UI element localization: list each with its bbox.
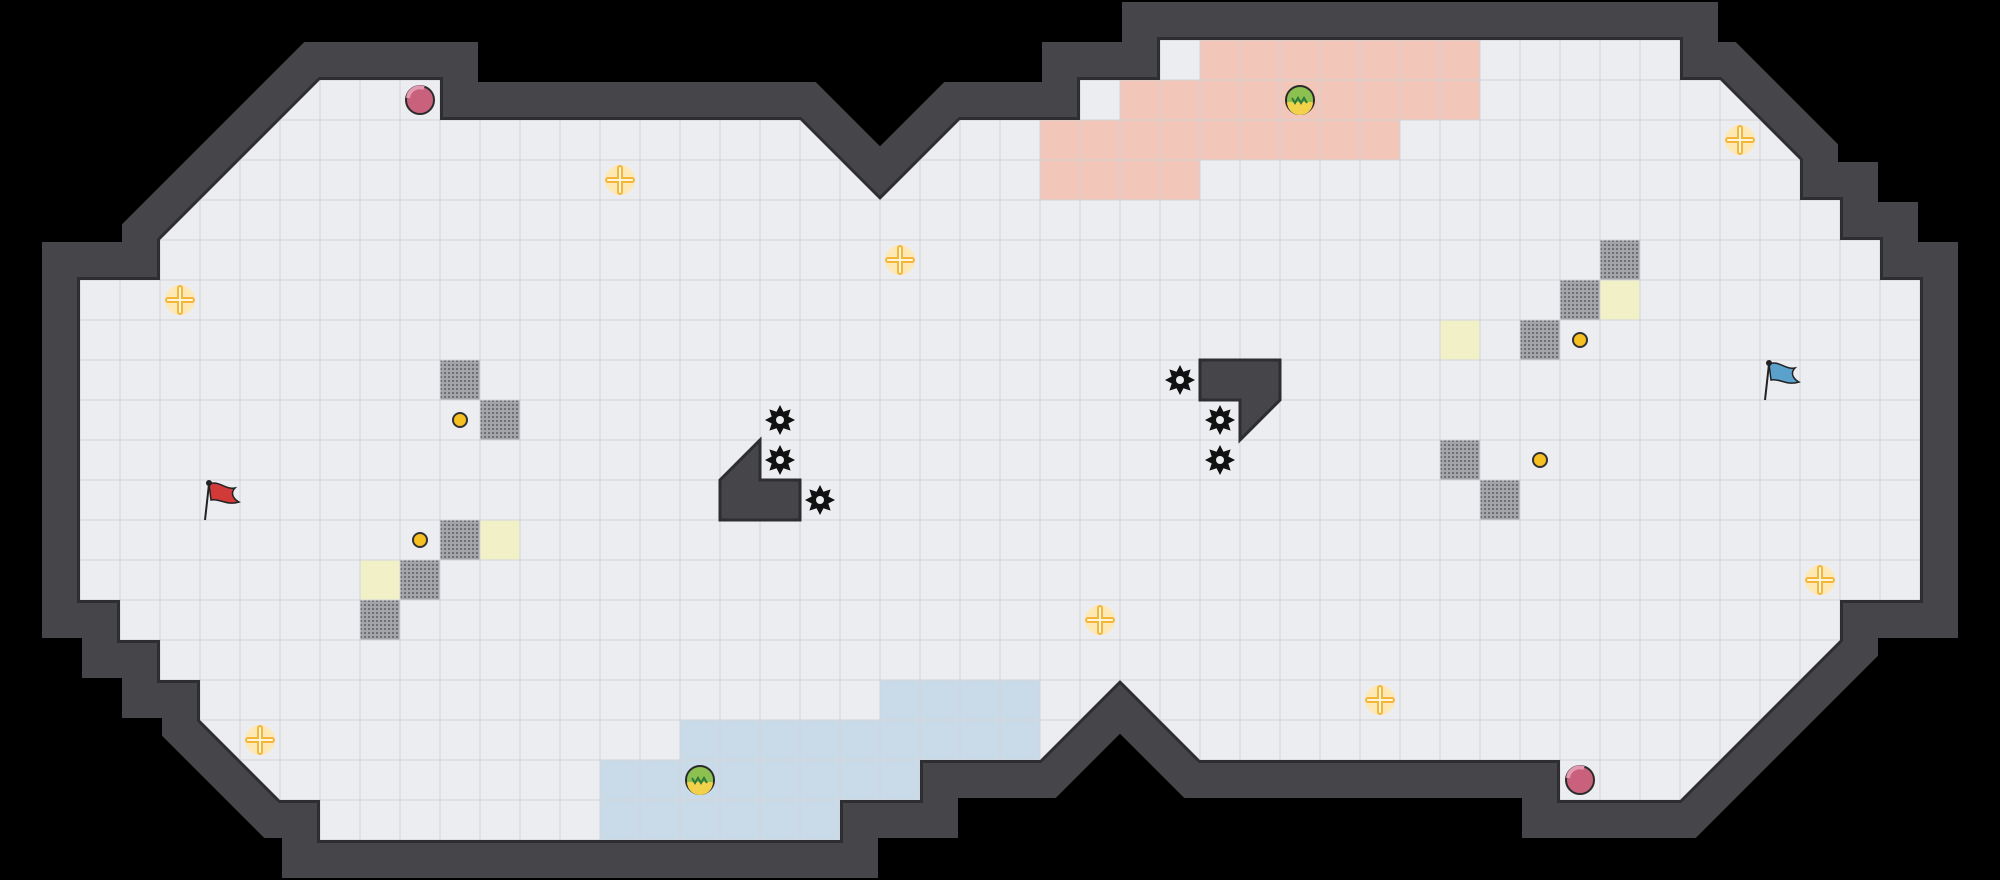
coin [1532, 452, 1548, 468]
green-player-ball [685, 765, 715, 795]
boost-pad [1085, 605, 1115, 635]
grate-tile [1599, 239, 1641, 281]
blue-zone-tile [920, 680, 960, 720]
boost-pad [605, 165, 635, 195]
blue-zone-tile [840, 760, 880, 800]
coin [412, 532, 428, 548]
red-zone-tile [1240, 40, 1280, 80]
boost-pad [885, 245, 915, 275]
inner-walls [718, 358, 1282, 522]
red-zone-tile [1120, 160, 1160, 200]
blue-zone-tile [720, 760, 760, 800]
yellow-tile [1600, 280, 1640, 320]
red-zone-tile [1080, 120, 1120, 160]
blue-flag [1764, 360, 1801, 401]
spike-mine [765, 445, 795, 475]
blue-zone-tile [760, 760, 800, 800]
blue-zone-tile [600, 800, 640, 840]
blue-zone-tile [880, 760, 920, 800]
red-zone-tile [1360, 40, 1400, 80]
blue-zone-tile [800, 800, 840, 840]
blue-zone-tile [800, 760, 840, 800]
green-player-ball [1285, 85, 1315, 115]
floor-grid [80, 40, 1920, 840]
grate-tile [1479, 479, 1521, 521]
red-player-ball [405, 85, 435, 115]
red-zone-tile [1280, 120, 1320, 160]
grate-tile [439, 359, 481, 401]
blue-zone-tile [640, 760, 680, 800]
blue-zone-tile [880, 680, 920, 720]
grate-tile [1439, 439, 1481, 481]
map-items [165, 85, 1835, 795]
red-zone-tile [1400, 40, 1440, 80]
red-player-ball [1565, 765, 1595, 795]
yellow-tile [360, 560, 400, 600]
red-zone-tile [1120, 80, 1160, 120]
spike-mine [1205, 445, 1235, 475]
red-zone-tile [1040, 120, 1080, 160]
boost-pad [245, 725, 275, 755]
red-zone-tile [1200, 40, 1240, 80]
blue-zone-tile [1000, 680, 1040, 720]
blue-zone-tile [960, 720, 1000, 760]
red-zone-tile [1160, 80, 1200, 120]
red-zone-tile [1320, 120, 1360, 160]
red-zone-tile [1240, 80, 1280, 120]
blue-zone-tile [680, 800, 720, 840]
spike-mine [805, 485, 835, 515]
grate-tile [1519, 319, 1561, 361]
red-zone-tile [1400, 80, 1440, 120]
red-zone-tile [1440, 80, 1480, 120]
blue-zone-tile [720, 720, 760, 760]
blue-zone-tile [880, 720, 920, 760]
red-zone-tile [1080, 160, 1120, 200]
red-flag [204, 480, 241, 521]
boost-pad [1365, 685, 1395, 715]
blue-zone-tile [840, 720, 880, 760]
coin [452, 412, 468, 428]
grate-tile [439, 519, 481, 561]
spike-mine [1165, 365, 1195, 395]
blue-zone-tile [920, 720, 960, 760]
grate-tile [479, 399, 521, 441]
red-zone-tile [1440, 40, 1480, 80]
blue-zone-tile [640, 800, 680, 840]
red-zone-tile [1160, 160, 1200, 200]
spike-mine [1205, 405, 1235, 435]
blue-zone-tile [680, 720, 720, 760]
blue-zone-tile [720, 800, 760, 840]
inner-wall-left [718, 436, 802, 522]
boost-pad [1725, 125, 1755, 155]
boost-pad [165, 285, 195, 315]
grate-tile [359, 599, 401, 641]
red-zone-tile [1360, 80, 1400, 120]
coin [1572, 332, 1588, 348]
red-zone-tile [1320, 40, 1360, 80]
blue-zone-tile [960, 680, 1000, 720]
red-zone-tile [1200, 80, 1240, 120]
red-zone-tile [1240, 120, 1280, 160]
blue-zone-tile [1000, 720, 1040, 760]
red-zone-tile [1360, 120, 1400, 160]
grate-tile [1559, 279, 1601, 321]
spike-mine [765, 405, 795, 435]
blue-zone-tile [600, 760, 640, 800]
red-zone-tile [1320, 80, 1360, 120]
red-zone-tile [1040, 160, 1080, 200]
grate-tile [399, 559, 441, 601]
blue-zone-tile [760, 800, 800, 840]
yellow-tile [480, 520, 520, 560]
red-zone-tile [1280, 40, 1320, 80]
blue-zone-tile [760, 720, 800, 760]
red-zone-tile [1200, 120, 1240, 160]
boost-pad [1805, 565, 1835, 595]
blue-zone-tile [800, 720, 840, 760]
yellow-tile [1440, 320, 1480, 360]
red-zone-tile [1120, 120, 1160, 160]
red-zone-tile [1160, 120, 1200, 160]
inner-wall-right [1198, 358, 1282, 444]
